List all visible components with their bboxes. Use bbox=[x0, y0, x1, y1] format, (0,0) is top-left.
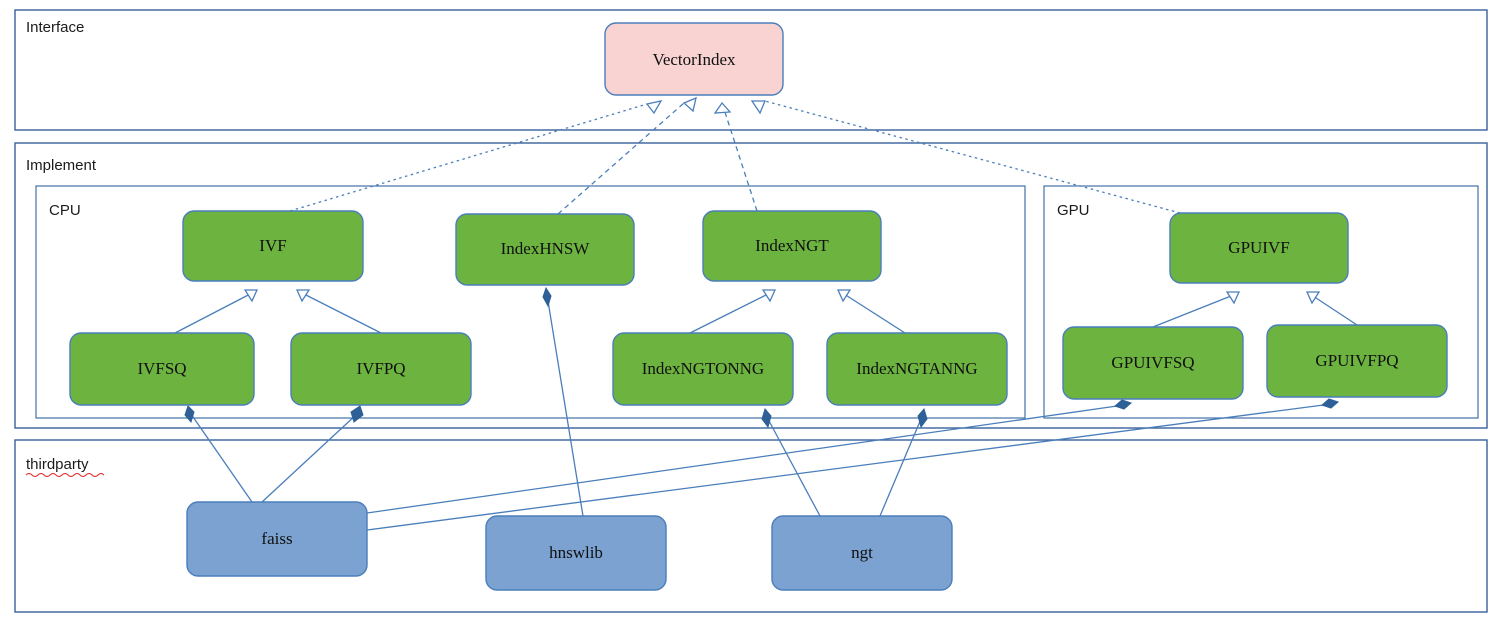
ngt-box[interactable] bbox=[771, 515, 953, 591]
indexngtonng-label: IndexNGTONNG bbox=[642, 359, 764, 378]
hollow-triangle-arrowhead bbox=[243, 289, 259, 303]
hollow-triangle-arrowhead bbox=[713, 101, 732, 114]
spellcheck-underline-icon bbox=[25, 472, 105, 478]
edge-gpuivf-to-vectorindex bbox=[750, 100, 1181, 214]
filled-diamond-arrowhead bbox=[917, 407, 928, 429]
node-gpuivfpq[interactable]: GPUIVFPQ bbox=[1266, 324, 1448, 398]
edge-ivf-to-vectorindex bbox=[289, 100, 663, 212]
hnswlib-label: hnswlib bbox=[549, 543, 603, 562]
gpu-label: GPU bbox=[1057, 202, 1090, 219]
node-indexngtanng[interactable]: IndexNGTANNG bbox=[826, 332, 1008, 406]
gpuivfsq-label: GPUIVFSQ bbox=[1111, 353, 1194, 372]
node-gpuivf[interactable]: GPUIVF bbox=[1169, 212, 1349, 284]
hollow-triangle-arrowhead bbox=[295, 289, 311, 303]
node-ivf[interactable]: IVF bbox=[182, 210, 364, 282]
implement-label: Implement bbox=[26, 157, 97, 174]
vectorindex-label: VectorIndex bbox=[652, 50, 736, 69]
edge-hnswlib-to-indexhnsw bbox=[542, 286, 584, 517]
gpuivf-label: GPUIVF bbox=[1228, 238, 1289, 257]
indexngtonng-box[interactable] bbox=[612, 332, 794, 406]
edge-faiss-to-ivfpq bbox=[261, 405, 364, 503]
thirdparty-label: thirdparty bbox=[26, 456, 89, 473]
hollow-triangle-arrowhead bbox=[1225, 291, 1241, 305]
edge-ngt-to-indexngtanng bbox=[879, 407, 928, 517]
filled-diamond-arrowhead bbox=[1114, 399, 1132, 410]
gpuivfsq-box[interactable] bbox=[1062, 326, 1244, 400]
faiss-label: faiss bbox=[261, 529, 292, 548]
filled-diamond-arrowhead bbox=[184, 405, 195, 424]
hollow-triangle-arrowhead bbox=[761, 289, 777, 303]
hollow-triangle-arrowhead bbox=[1305, 291, 1321, 305]
edge-faiss-to-gpuivfpq bbox=[366, 398, 1339, 531]
vectorindex-box[interactable] bbox=[604, 22, 784, 96]
ivf-label: IVF bbox=[259, 236, 286, 255]
hollow-triangle-arrowhead bbox=[750, 100, 766, 115]
hollow-triangle-arrowhead bbox=[682, 96, 697, 113]
node-faiss[interactable]: faiss bbox=[186, 501, 368, 577]
indexngt-box[interactable] bbox=[702, 210, 882, 282]
ivf-box[interactable] bbox=[182, 210, 364, 282]
indexngt-label: IndexNGT bbox=[755, 236, 829, 255]
gpuivfpq-label: GPUIVFPQ bbox=[1315, 351, 1398, 370]
indexngtanng-label: IndexNGTANNG bbox=[856, 359, 977, 378]
node-vectorindex[interactable]: VectorIndex bbox=[604, 22, 784, 96]
node-gpuivfsq[interactable]: GPUIVFSQ bbox=[1062, 326, 1244, 400]
edge-faiss-to-gpuivfsq bbox=[366, 399, 1132, 514]
edge-gpuivfsq-to-gpuivf bbox=[1152, 291, 1241, 328]
ivfsq-box[interactable] bbox=[69, 332, 255, 406]
filled-diamond-arrowhead bbox=[761, 407, 772, 429]
node-hnswlib[interactable]: hnswlib bbox=[485, 515, 667, 591]
indexhnsw-box[interactable] bbox=[455, 213, 635, 286]
filled-diamond-arrowhead bbox=[1321, 398, 1339, 409]
edge-ngt-to-indexngtonng bbox=[761, 407, 821, 517]
edge-indexngt-to-vectorindex bbox=[713, 101, 758, 212]
filled-diamond-arrowhead bbox=[542, 286, 552, 308]
node-indexngt[interactable]: IndexNGT bbox=[702, 210, 882, 282]
gpuivf-box[interactable] bbox=[1169, 212, 1349, 284]
node-indexngtonng[interactable]: IndexNGTONNG bbox=[612, 332, 794, 406]
edge-ivfpq-to-ivf bbox=[295, 289, 382, 334]
indexhnsw-label: IndexHNSW bbox=[501, 239, 591, 258]
hnswlib-box[interactable] bbox=[485, 515, 667, 591]
edge-gpuivfpq-to-gpuivf bbox=[1305, 291, 1358, 326]
filled-diamond-arrowhead bbox=[350, 405, 364, 423]
node-indexhnsw[interactable]: IndexHNSW bbox=[455, 213, 635, 286]
interface-label: Interface bbox=[26, 19, 84, 36]
edge-indexhnsw-to-vectorindex bbox=[557, 96, 697, 215]
ivfsq-label: IVFSQ bbox=[137, 359, 186, 378]
ivfpq-label: IVFPQ bbox=[356, 359, 405, 378]
hollow-triangle-arrowhead bbox=[836, 289, 852, 303]
indexngtanng-box[interactable] bbox=[826, 332, 1008, 406]
ngt-label: ngt bbox=[851, 543, 873, 562]
node-ngt[interactable]: ngt bbox=[771, 515, 953, 591]
faiss-box[interactable] bbox=[186, 501, 368, 577]
edge-indexngtonng-to-indexngt bbox=[689, 289, 777, 334]
gpuivfpq-box[interactable] bbox=[1266, 324, 1448, 398]
ivfpq-box[interactable] bbox=[290, 332, 472, 406]
edge-indexngtanng-to-indexngt bbox=[836, 289, 906, 334]
edge-faiss-to-ivfsq bbox=[184, 405, 253, 503]
node-ivfsq[interactable]: IVFSQ bbox=[69, 332, 255, 406]
hollow-triangle-arrowhead bbox=[645, 100, 663, 115]
node-ivfpq[interactable]: IVFPQ bbox=[290, 332, 472, 406]
edge-ivfsq-to-ivf bbox=[174, 289, 259, 334]
cpu-label: CPU bbox=[49, 202, 81, 219]
